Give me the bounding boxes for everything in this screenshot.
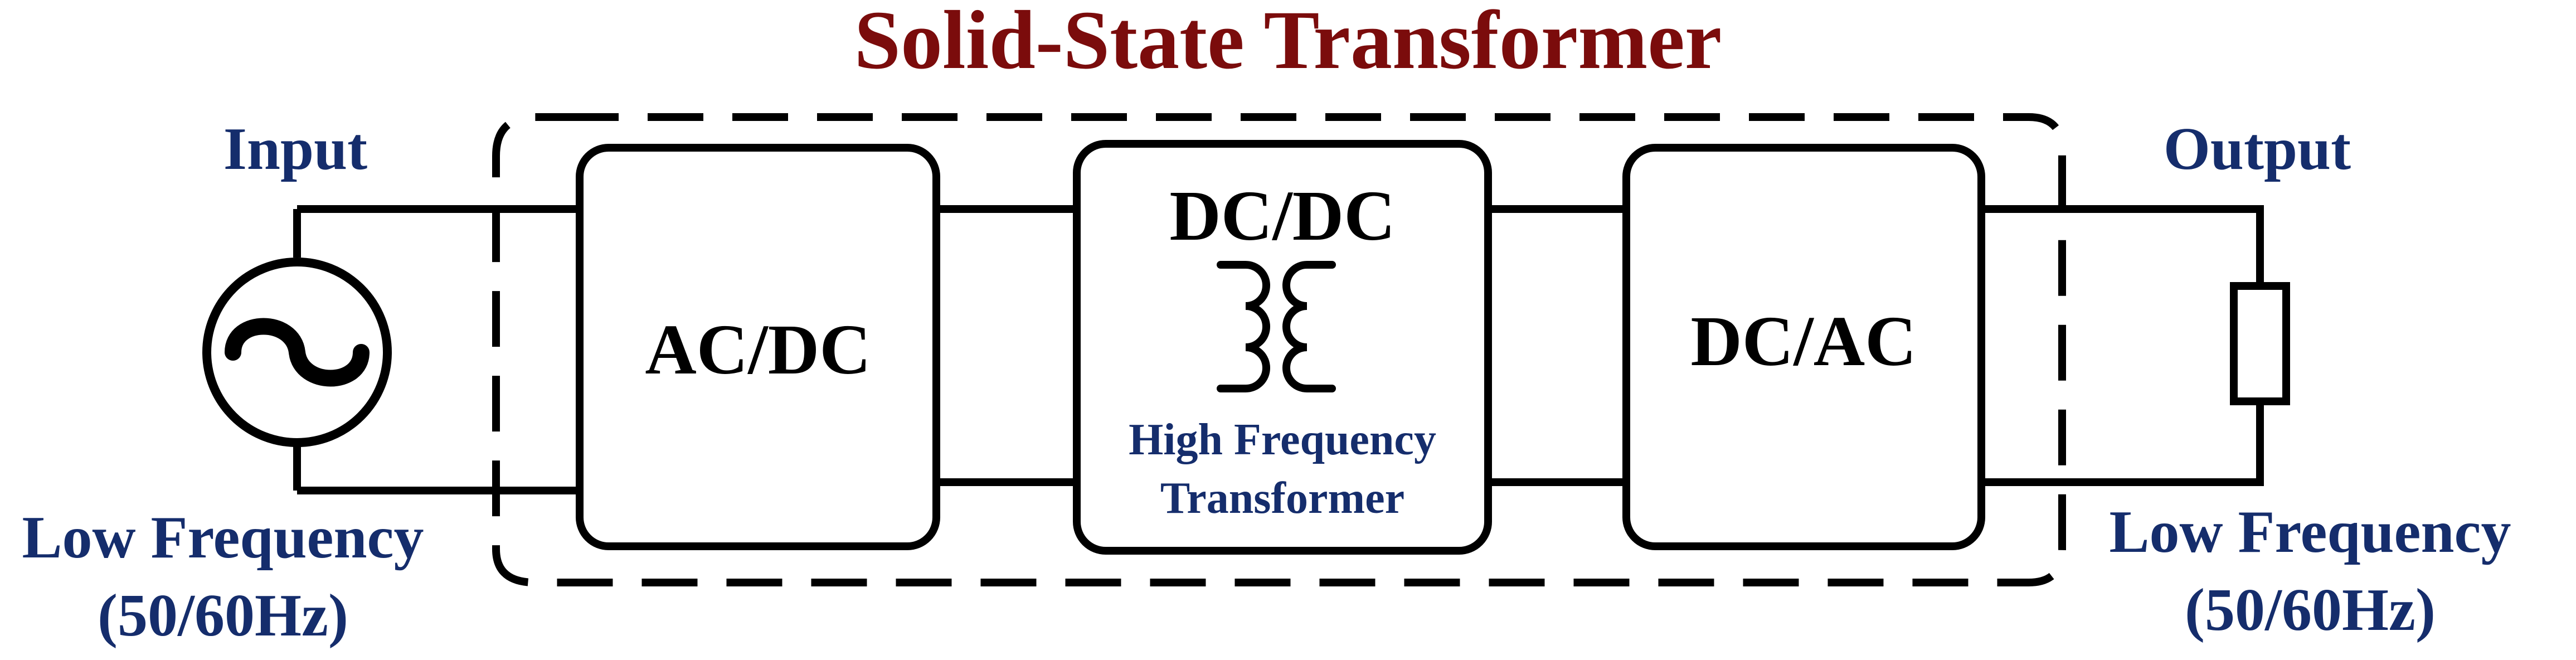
input-frequency-line2: (50/60Hz) [98, 583, 348, 649]
ac-dc-label: AC/DC [645, 310, 871, 389]
dc-dc-converter-block [1073, 140, 1492, 555]
output-label: Output [2164, 116, 2351, 182]
output-wire-top [1981, 205, 2264, 286]
diagram-title: Solid-State Transformer [854, 0, 1722, 86]
transformer-coil-icon [1217, 261, 1336, 392]
dc-dc-label: DC/DC [1169, 176, 1395, 255]
input-frequency-line1: Low Frequency [22, 504, 424, 571]
sine-wave-icon [225, 318, 370, 387]
sst-boundary [492, 113, 2066, 586]
output-wire-bottom [1981, 401, 2264, 486]
primary-winding [1217, 261, 1270, 392]
dc-ac-converter-block [1622, 144, 1985, 550]
output-frequency-line2: (50/60Hz) [2185, 577, 2436, 643]
hf-transformer-label-line1: High Frequency [1129, 415, 1436, 464]
load-resistor [2230, 282, 2290, 405]
dc-ac-label: DC/AC [1690, 302, 1916, 381]
hf-transformer-label-line2: Transformer [1160, 474, 1404, 523]
input-label: Input [223, 116, 367, 182]
ac-dc-converter-block [576, 144, 940, 550]
output-frequency-line1: Low Frequency [2110, 499, 2511, 565]
secondary-winding [1282, 261, 1336, 392]
